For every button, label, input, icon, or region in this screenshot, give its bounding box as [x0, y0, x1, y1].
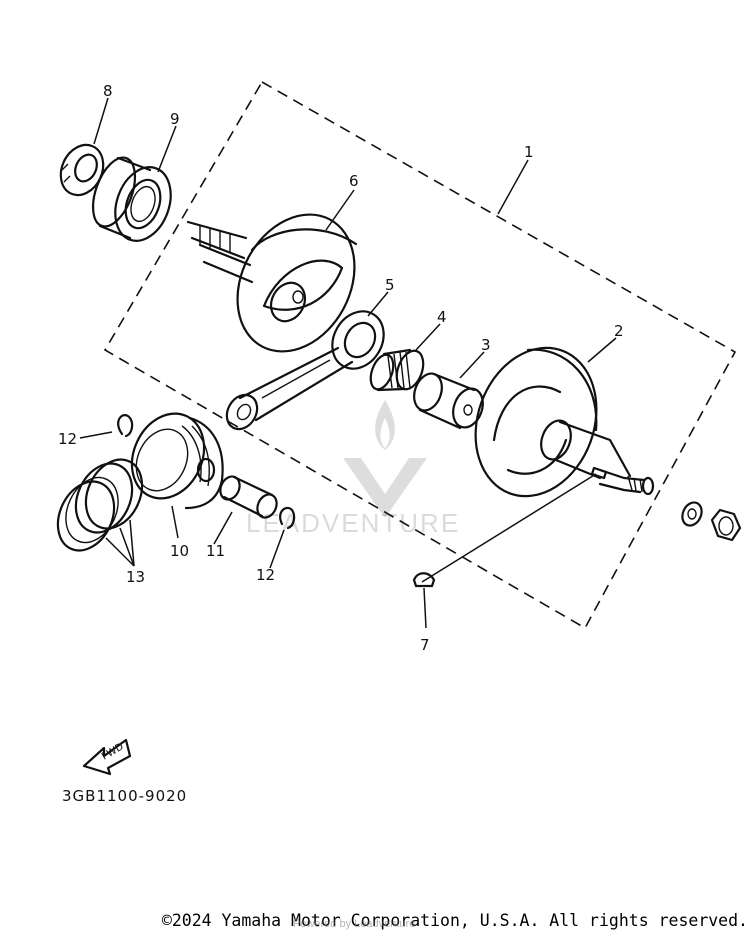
callout-1: 1	[524, 143, 534, 161]
callout-6: 6	[349, 172, 359, 190]
crankshaft-assembly-boundary	[103, 80, 737, 630]
callout-2: 2	[614, 322, 624, 340]
crankshaft-washer[interactable]	[679, 499, 705, 528]
callout-11: 11	[206, 542, 225, 560]
watermark-overlay-text: Powered by Leadventure	[293, 918, 416, 930]
part-3-crank-pin[interactable]	[409, 370, 488, 432]
callout-13: 13	[126, 568, 145, 586]
part-10-piston[interactable]	[119, 402, 224, 510]
part-12-circlip-right[interactable]	[279, 506, 296, 530]
part-11-piston-pin[interactable]	[217, 473, 280, 520]
part-9-bearing[interactable]	[85, 152, 181, 249]
callout-7: 7	[420, 636, 430, 654]
part-8-nut[interactable]	[53, 138, 111, 202]
callout-4: 4	[437, 308, 447, 326]
callout-9: 9	[170, 110, 180, 128]
part-4-needle-bearing[interactable]	[366, 347, 428, 393]
callout-12-left: 12	[58, 430, 77, 448]
part-6-crank-left[interactable]	[186, 194, 377, 372]
leadventure-logo-icon	[343, 400, 427, 518]
callout-3: 3	[481, 336, 491, 354]
forward-arrow-icon: FWD	[82, 738, 132, 776]
copyright-notice: ©2024 Yamaha Motor Corporation, U.S.A. A…	[161, 911, 748, 930]
diagram-part-code: 3GB1100-9020	[62, 787, 188, 805]
part-5-connecting-rod[interactable]	[221, 302, 394, 435]
callout-8: 8	[103, 82, 113, 100]
part-12-circlip-left[interactable]	[117, 414, 134, 438]
part-2-crank-right[interactable]	[456, 331, 655, 514]
callout-5: 5	[385, 276, 395, 294]
callout-leaders	[79, 97, 617, 629]
part-7-woodruff-key[interactable]	[412, 572, 436, 588]
callout-10: 10	[170, 542, 189, 560]
part-13-piston-rings[interactable]	[47, 450, 153, 559]
callout-12-right: 12	[256, 566, 275, 584]
crankshaft-nut[interactable]	[710, 508, 742, 542]
